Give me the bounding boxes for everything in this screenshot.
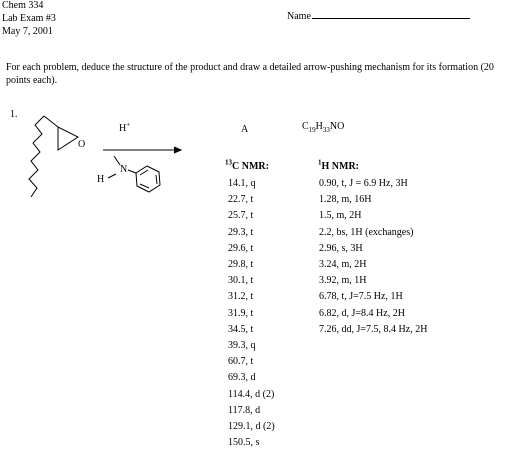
formula-h-count: 33 xyxy=(322,126,330,134)
formula-c-count: 19 xyxy=(308,126,316,134)
h1-peak: 3.92, m, 1H xyxy=(319,275,367,287)
n-h-bond xyxy=(107,173,117,179)
name-label: Name xyxy=(287,11,311,22)
epoxide-ring xyxy=(57,126,80,151)
h1-peak: 1.28, m, 16H xyxy=(319,194,372,206)
benzene-double-bond-1 xyxy=(139,169,149,176)
epoxide-oxygen-label: O xyxy=(78,139,86,150)
amine-h-label: H xyxy=(97,174,105,185)
c13-header-text: C NMR: xyxy=(232,161,269,172)
amine-n-label: N xyxy=(120,164,128,175)
h1-peak: 2.2, bs, 1H (exchanges) xyxy=(319,226,414,238)
c13-peak: 117.8, d xyxy=(228,404,261,416)
c13-peak: 39.3, q xyxy=(228,340,256,351)
benzene-double-bond-2 xyxy=(155,174,158,185)
c13-peak: 69.3, d xyxy=(228,372,256,384)
c13-peak: 29.8, t xyxy=(228,259,254,270)
h1-peak: 3.24, m, 2H xyxy=(319,259,367,270)
h1-nmr-header: 1H NMR: xyxy=(318,158,360,173)
reagent-h: H xyxy=(119,123,127,134)
reagent-label: H+ xyxy=(119,120,131,135)
name-field: Name xyxy=(287,9,470,23)
c13-peak: 60.7, t xyxy=(228,356,254,368)
c13-peak: 30.1, t xyxy=(228,275,254,287)
c13-isotope: 13 xyxy=(225,158,232,167)
instructions: For each problem, deduce the structure o… xyxy=(6,62,494,86)
n-phenyl-bond xyxy=(127,169,137,174)
h1-peak: 6.82, d, J=8.4 Hz, 2H xyxy=(319,307,405,319)
c13-peak: 34.5, t xyxy=(228,323,254,335)
c13-peak: 29.3, t xyxy=(228,226,254,238)
n-methyl-bond xyxy=(113,155,121,166)
exam-title: Lab Exam #3 xyxy=(2,13,56,24)
h1-peak: 6.78, t, J=7.5 Hz, 1H xyxy=(319,291,403,303)
formula-c: C xyxy=(302,121,309,132)
c13-peak: 114.4, d (2) xyxy=(228,388,275,400)
alkyl-chain xyxy=(28,115,45,198)
benzene-ring xyxy=(135,165,161,193)
reagent-plus: + xyxy=(126,120,131,129)
problem-number: 1. xyxy=(10,109,18,120)
product-label: A xyxy=(241,124,249,135)
h1-peak: 2.96, s, 3H xyxy=(319,242,363,254)
c13-peak: 129.1, d (2) xyxy=(228,421,275,432)
course-name: Chem 334 xyxy=(2,0,44,11)
reaction-arrow-head xyxy=(173,146,183,154)
h1-peak: 0.90, t, J = 6.9 Hz, 3H xyxy=(319,178,408,189)
name-blank-line xyxy=(311,9,470,19)
c13-peak: 29.6, t xyxy=(228,242,254,254)
c13-peak: 31.9, t xyxy=(228,307,254,319)
c13-peak: 14.1, q xyxy=(228,178,256,189)
formula-rest: NO xyxy=(329,121,345,132)
h1-header-text: H NMR: xyxy=(321,161,360,172)
h1-isotope: 1 xyxy=(318,158,322,167)
c13-nmr-header: 13C NMR: xyxy=(225,158,269,173)
h1-peak: 7.26, dd, J=7.5, 8.4 Hz, 2H xyxy=(319,323,428,335)
h1-peak: 1.5, m, 2H xyxy=(319,210,362,222)
formula-h: H xyxy=(315,121,323,132)
exam-date: May 7, 2001 xyxy=(2,26,53,37)
c13-peak: 150.5, s xyxy=(228,437,260,449)
molecular-formula: C19H33NO xyxy=(302,121,345,134)
chain-to-epoxide-bond xyxy=(43,115,59,128)
c13-peak: 31.2, t xyxy=(228,291,254,303)
benzene-double-bond-3 xyxy=(139,183,150,189)
c13-peak: 22.7, t xyxy=(228,194,254,206)
c13-peak: 25.7, t xyxy=(228,210,254,222)
